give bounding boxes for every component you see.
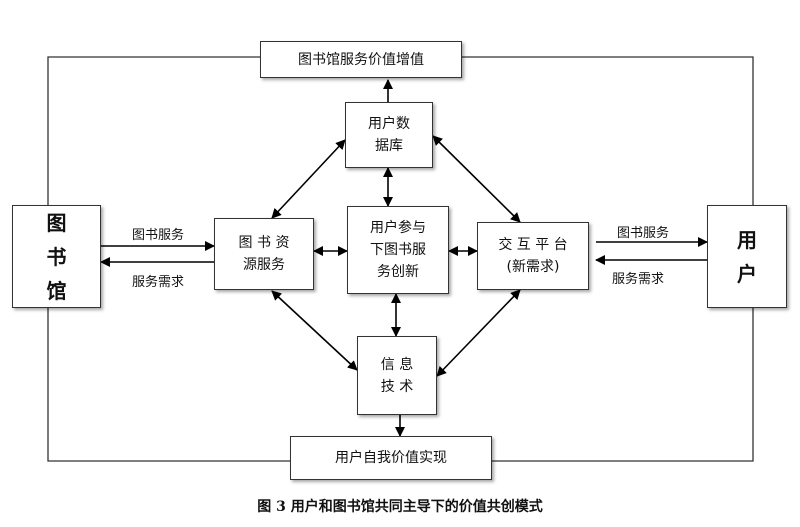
frame-line-right-top	[462, 56, 754, 205]
node-user-database: 用户数 据库	[345, 102, 433, 168]
node-top-value-added: 图书馆服务价值增值	[260, 41, 462, 78]
arrow-userdb-platform	[432, 135, 521, 223]
edge-label-library-demand: 服务需求	[132, 275, 185, 290]
node-information-technology: 信 息 技 术	[357, 336, 437, 415]
node-center-innovation: 用户参与 下图书服 务创新	[347, 206, 449, 294]
node-user: 用 户	[707, 205, 787, 308]
figure-caption: 图 3 用户和图书馆共同主导下的价值共创模式	[257, 499, 543, 515]
node-resource-service-label: 图 书 资 源服务	[238, 235, 290, 273]
node-user-label: 用 户	[737, 227, 757, 286]
arrow-resource-userdb	[271, 139, 346, 219]
frame-line-left-top	[47, 56, 260, 205]
edge-label-user-demand: 服务需求	[612, 272, 665, 287]
node-interactive-platform: 交 互 平 台 (新需求)	[477, 222, 589, 290]
edge-label-library-service: 图书服务	[132, 228, 185, 243]
node-center-label: 用户参与 下图书服 务创新	[370, 220, 426, 280]
node-bottom-label: 用户自我价值实现	[335, 450, 447, 466]
node-platform-label: 交 互 平 台 (新需求)	[498, 237, 568, 275]
node-top-label: 图书馆服务价值增值	[298, 51, 424, 68]
node-it-label: 信 息 技 术	[380, 356, 414, 395]
frame-line-right-bottom	[492, 308, 754, 462]
node-user-database-label: 用户数 据库	[368, 116, 410, 154]
edge-label-user-service: 图书服务	[617, 226, 670, 241]
node-library: 图 书 馆	[12, 205, 101, 308]
node-library-label: 图 书 馆	[46, 210, 67, 303]
arrow-platform-it	[436, 289, 521, 377]
node-bottom-self-value: 用户自我价值实现	[290, 436, 492, 480]
frame-line-left-bottom	[47, 308, 290, 462]
arrow-resource-it	[271, 290, 358, 371]
node-resource-service: 图 书 资 源服务	[214, 218, 314, 290]
